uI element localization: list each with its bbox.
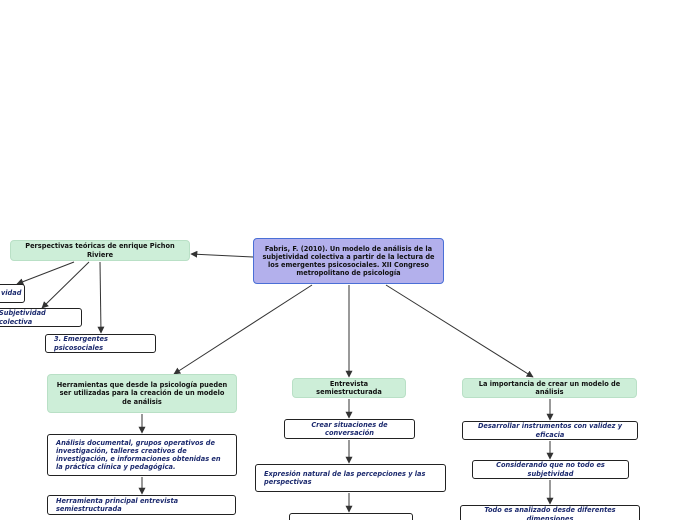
edge-root-importancia [385,284,534,378]
branch-entrevista-label: Entrevista semiestructurada [316,379,382,396]
branch-entrevista[interactable]: Entrevista semiestructurada [292,378,406,398]
entrevista-child-2[interactable]: Expresión natural de las percepciones y … [255,464,446,492]
branch-perspectivas[interactable]: Perspectivas teóricas de enrique Pichon … [10,240,190,261]
importancia-child-3[interactable]: Todo es analizado desde diferentes dimen… [460,505,640,520]
branch-herramientas-label: Herramientas que desde la psicología pue… [56,381,228,406]
herramientas-child-1[interactable]: Análisis documental, grupos operativos d… [47,434,237,476]
branch-importancia[interactable]: La importancia de crear un modelo de aná… [462,378,637,398]
importancia-child-3-label: Todo es analizado desde diferentes dimen… [484,506,616,520]
importancia-child-2[interactable]: Considerando que no todo es subjetividad [472,460,629,479]
edge-perspectivas-c1 [16,261,75,285]
entrevista-child-1[interactable]: Crear situaciones de conversación [284,419,415,439]
root-node-label: Fabris, F. (2010). Un modelo de análisis… [262,244,435,278]
perspectivas-child-1-label: vidad [1,289,22,298]
importancia-child-1[interactable]: Desarrollar instrumentos con validez y e… [462,421,638,440]
perspectivas-child-3[interactable]: 3. Emergentes psicosociales [45,334,156,353]
importancia-child-2-label: Considerando que no todo es subjetividad [496,461,605,478]
entrevista-child-3 [289,513,413,520]
edge-root-perspectivas [190,250,254,258]
branch-perspectivas-label: Perspectivas teóricas de enrique Pichon … [25,242,175,259]
root-node[interactable]: Fabris, F. (2010). Un modelo de análisis… [253,238,444,284]
branch-importancia-label: La importancia de crear un modelo de aná… [478,379,621,396]
importancia-child-1-label: Desarrollar instrumentos con validez y e… [477,422,623,439]
edge-perspectivas-c3 [97,261,105,334]
branch-herramientas[interactable]: Herramientas que desde la psicología pue… [47,374,237,413]
entrevista-child-1-label: Crear situaciones de conversación [311,420,388,437]
edge-root-herramientas [173,284,313,375]
entrevista-child-2-label: Expresión natural de las percepciones y … [264,469,426,486]
perspectivas-child-2[interactable]: Subjetividad colectiva [0,308,82,327]
herramientas-child-2-label: Herramienta principal entrevista semiest… [56,496,179,513]
perspectivas-child-2-label: Subjetividad colectiva [0,309,46,326]
herramientas-child-2[interactable]: Herramienta principal entrevista semiest… [47,495,236,515]
perspectivas-child-3-label: 3. Emergentes psicosociales [54,335,108,352]
herramientas-child-1-label: Análisis documental, grupos operativos d… [56,438,221,472]
edge-perspectivas-c2 [41,261,90,309]
perspectivas-child-1[interactable]: vidad [0,284,25,303]
